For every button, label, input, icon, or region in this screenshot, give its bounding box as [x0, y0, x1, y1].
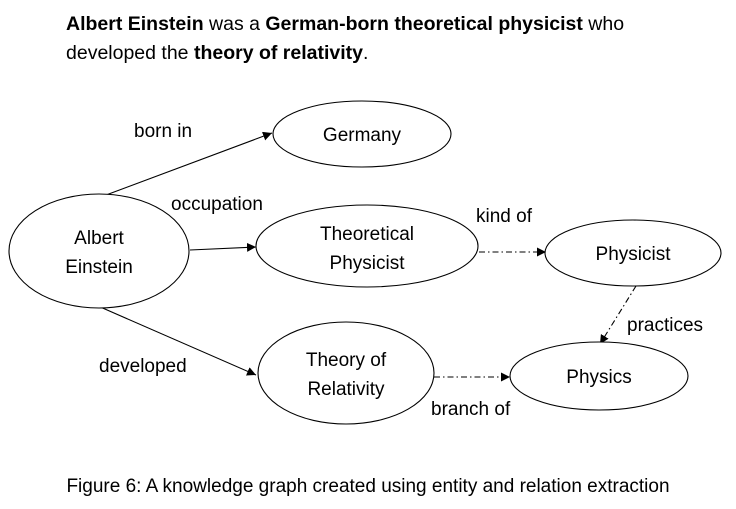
- edge-kind-of: kind of: [476, 206, 546, 257]
- node-label-line: Albert: [74, 228, 124, 249]
- node-label-line: Theory of: [306, 350, 387, 371]
- sentence-part: .: [363, 42, 369, 64]
- sentence-part: Albert Einstein: [66, 13, 204, 35]
- figure-caption: Figure 6: A knowledge graph created usin…: [66, 476, 670, 497]
- edge-practices: practices: [599, 285, 703, 345]
- edge-label-kind-of: kind of: [476, 206, 533, 227]
- node-germany: Germany: [272, 100, 452, 168]
- node-physicist: Physicist: [544, 219, 722, 287]
- edge-born-in: born in: [97, 121, 273, 199]
- node-label-line: Theoretical: [320, 224, 414, 245]
- node-label-line: Physics: [566, 367, 631, 388]
- sentence-part: theory of relativity: [193, 42, 363, 64]
- node-label-line: Einstein: [65, 257, 133, 278]
- edge-label-occupation: occupation: [171, 194, 263, 215]
- sentence-part: who developed the: [66, 13, 625, 64]
- knowledge-graph: born in occupation developed kind of pra…: [8, 100, 722, 425]
- node-theory-of-relativity: Theory of Relativity: [257, 321, 435, 425]
- sentence-part: German-born theoretical physicist: [265, 13, 583, 35]
- edge-label-branch-of: branch of: [431, 399, 511, 420]
- edge-label-born-in: born in: [134, 121, 192, 142]
- edge-label-practices: practices: [627, 315, 703, 336]
- node-label-line: Relativity: [307, 379, 385, 400]
- node-label-line: Physicist: [596, 244, 672, 265]
- node-physics: Physics: [509, 341, 689, 411]
- edge-branch-of: branch of: [431, 372, 511, 420]
- node-label-line: Germany: [323, 125, 402, 146]
- node-albert-einstein: Albert Einstein: [8, 193, 190, 309]
- edge-occupation: occupation: [171, 194, 263, 252]
- node-label-line: Physicist: [330, 253, 406, 274]
- source-sentence: Albert Einstein was a German-born theore…: [66, 10, 706, 68]
- edge-label-developed: developed: [99, 356, 187, 377]
- sentence-part: was a: [203, 13, 266, 35]
- edge-developed: developed: [97, 305, 257, 377]
- node-theoretical-physicist: Theoretical Physicist: [255, 204, 479, 288]
